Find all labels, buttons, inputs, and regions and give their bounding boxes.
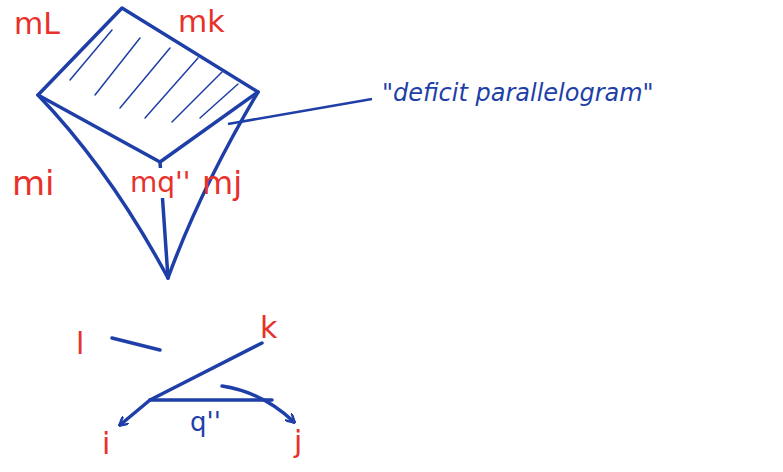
particle-label: mj	[200, 166, 244, 200]
particle-label: i	[100, 428, 112, 460]
particle-label: l	[74, 328, 86, 360]
annotation-text: "deficit parallelogram"	[380, 80, 656, 106]
particle-label: mq''	[128, 168, 192, 198]
particle-label: mi	[10, 165, 57, 201]
particle-label: q''	[188, 408, 223, 436]
particle-label: k	[258, 312, 279, 344]
particle-label: j	[292, 426, 304, 458]
particle-label: mL	[12, 8, 62, 40]
particle-label: mk	[176, 6, 227, 38]
